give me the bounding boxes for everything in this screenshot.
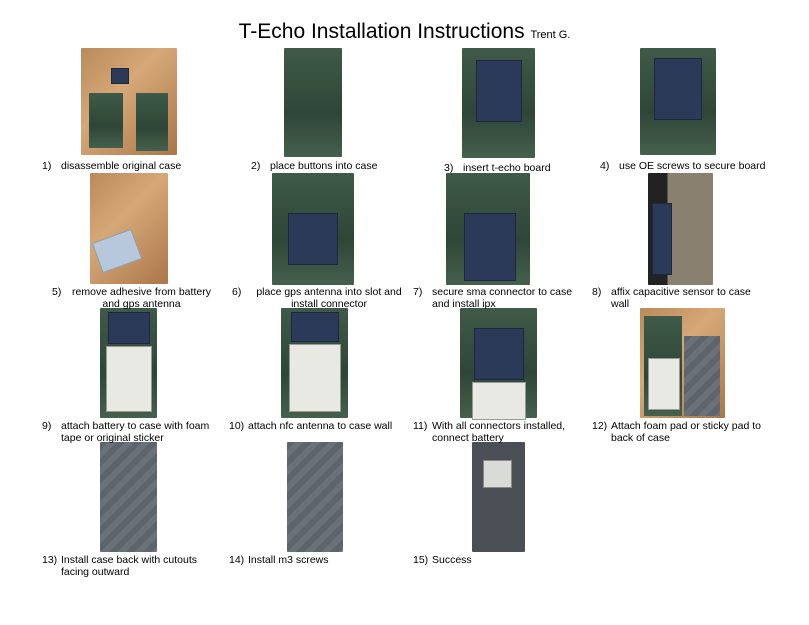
step-11-caption: 11)With all connectors installed, connec… xyxy=(413,420,566,444)
step-13-caption: 13)Install case back with cutouts facing… xyxy=(42,554,197,578)
step-15-caption: 15)Success xyxy=(413,554,472,566)
step-15-photo xyxy=(472,442,525,552)
title-text: T-Echo Installation Instructions xyxy=(238,20,525,43)
step-4-photo xyxy=(640,48,716,155)
step-3-photo xyxy=(462,48,535,158)
step-7-photo xyxy=(446,173,530,285)
step-5-caption: 5)remove adhesive from battery and gps a… xyxy=(52,286,211,310)
step-14-caption: 14)Install m3 screws xyxy=(229,554,329,566)
step-3-caption: 3)insert t-echo board xyxy=(444,162,551,174)
step-13-photo xyxy=(100,442,157,552)
step-11-photo xyxy=(460,308,537,420)
step-14-photo xyxy=(287,442,343,552)
step-8-caption: 8)affix capacitive sensor to case wall xyxy=(592,286,751,310)
step-12-photo xyxy=(640,308,725,418)
step-9-photo xyxy=(100,308,157,418)
step-6-photo xyxy=(272,173,354,285)
step-10-caption: 10)attach nfc antenna to case wall xyxy=(229,420,393,432)
step-1-photo xyxy=(81,48,177,155)
author: Trent G. xyxy=(530,29,571,41)
step-8-photo xyxy=(648,173,713,285)
step-2-caption: 2)place buttons into case xyxy=(251,160,378,172)
step-12-caption: 12)Attach foam pad or sticky pad to back… xyxy=(592,420,761,444)
step-2-photo xyxy=(284,48,342,157)
step-6-caption: 6)place gps antenna into slot and instal… xyxy=(232,286,402,310)
page-title: T-Echo Installation Instructions Trent G… xyxy=(0,20,809,44)
step-4-caption: 4)use OE screws to secure board xyxy=(600,160,766,172)
step-10-photo xyxy=(281,308,348,418)
step-7-caption: 7)secure sma connector to case and insta… xyxy=(413,286,573,310)
step-5-photo xyxy=(90,173,168,284)
step-1-caption: 1)disassemble original case xyxy=(42,160,182,172)
step-9-caption: 9)attach battery to case with foam tape … xyxy=(42,420,210,444)
